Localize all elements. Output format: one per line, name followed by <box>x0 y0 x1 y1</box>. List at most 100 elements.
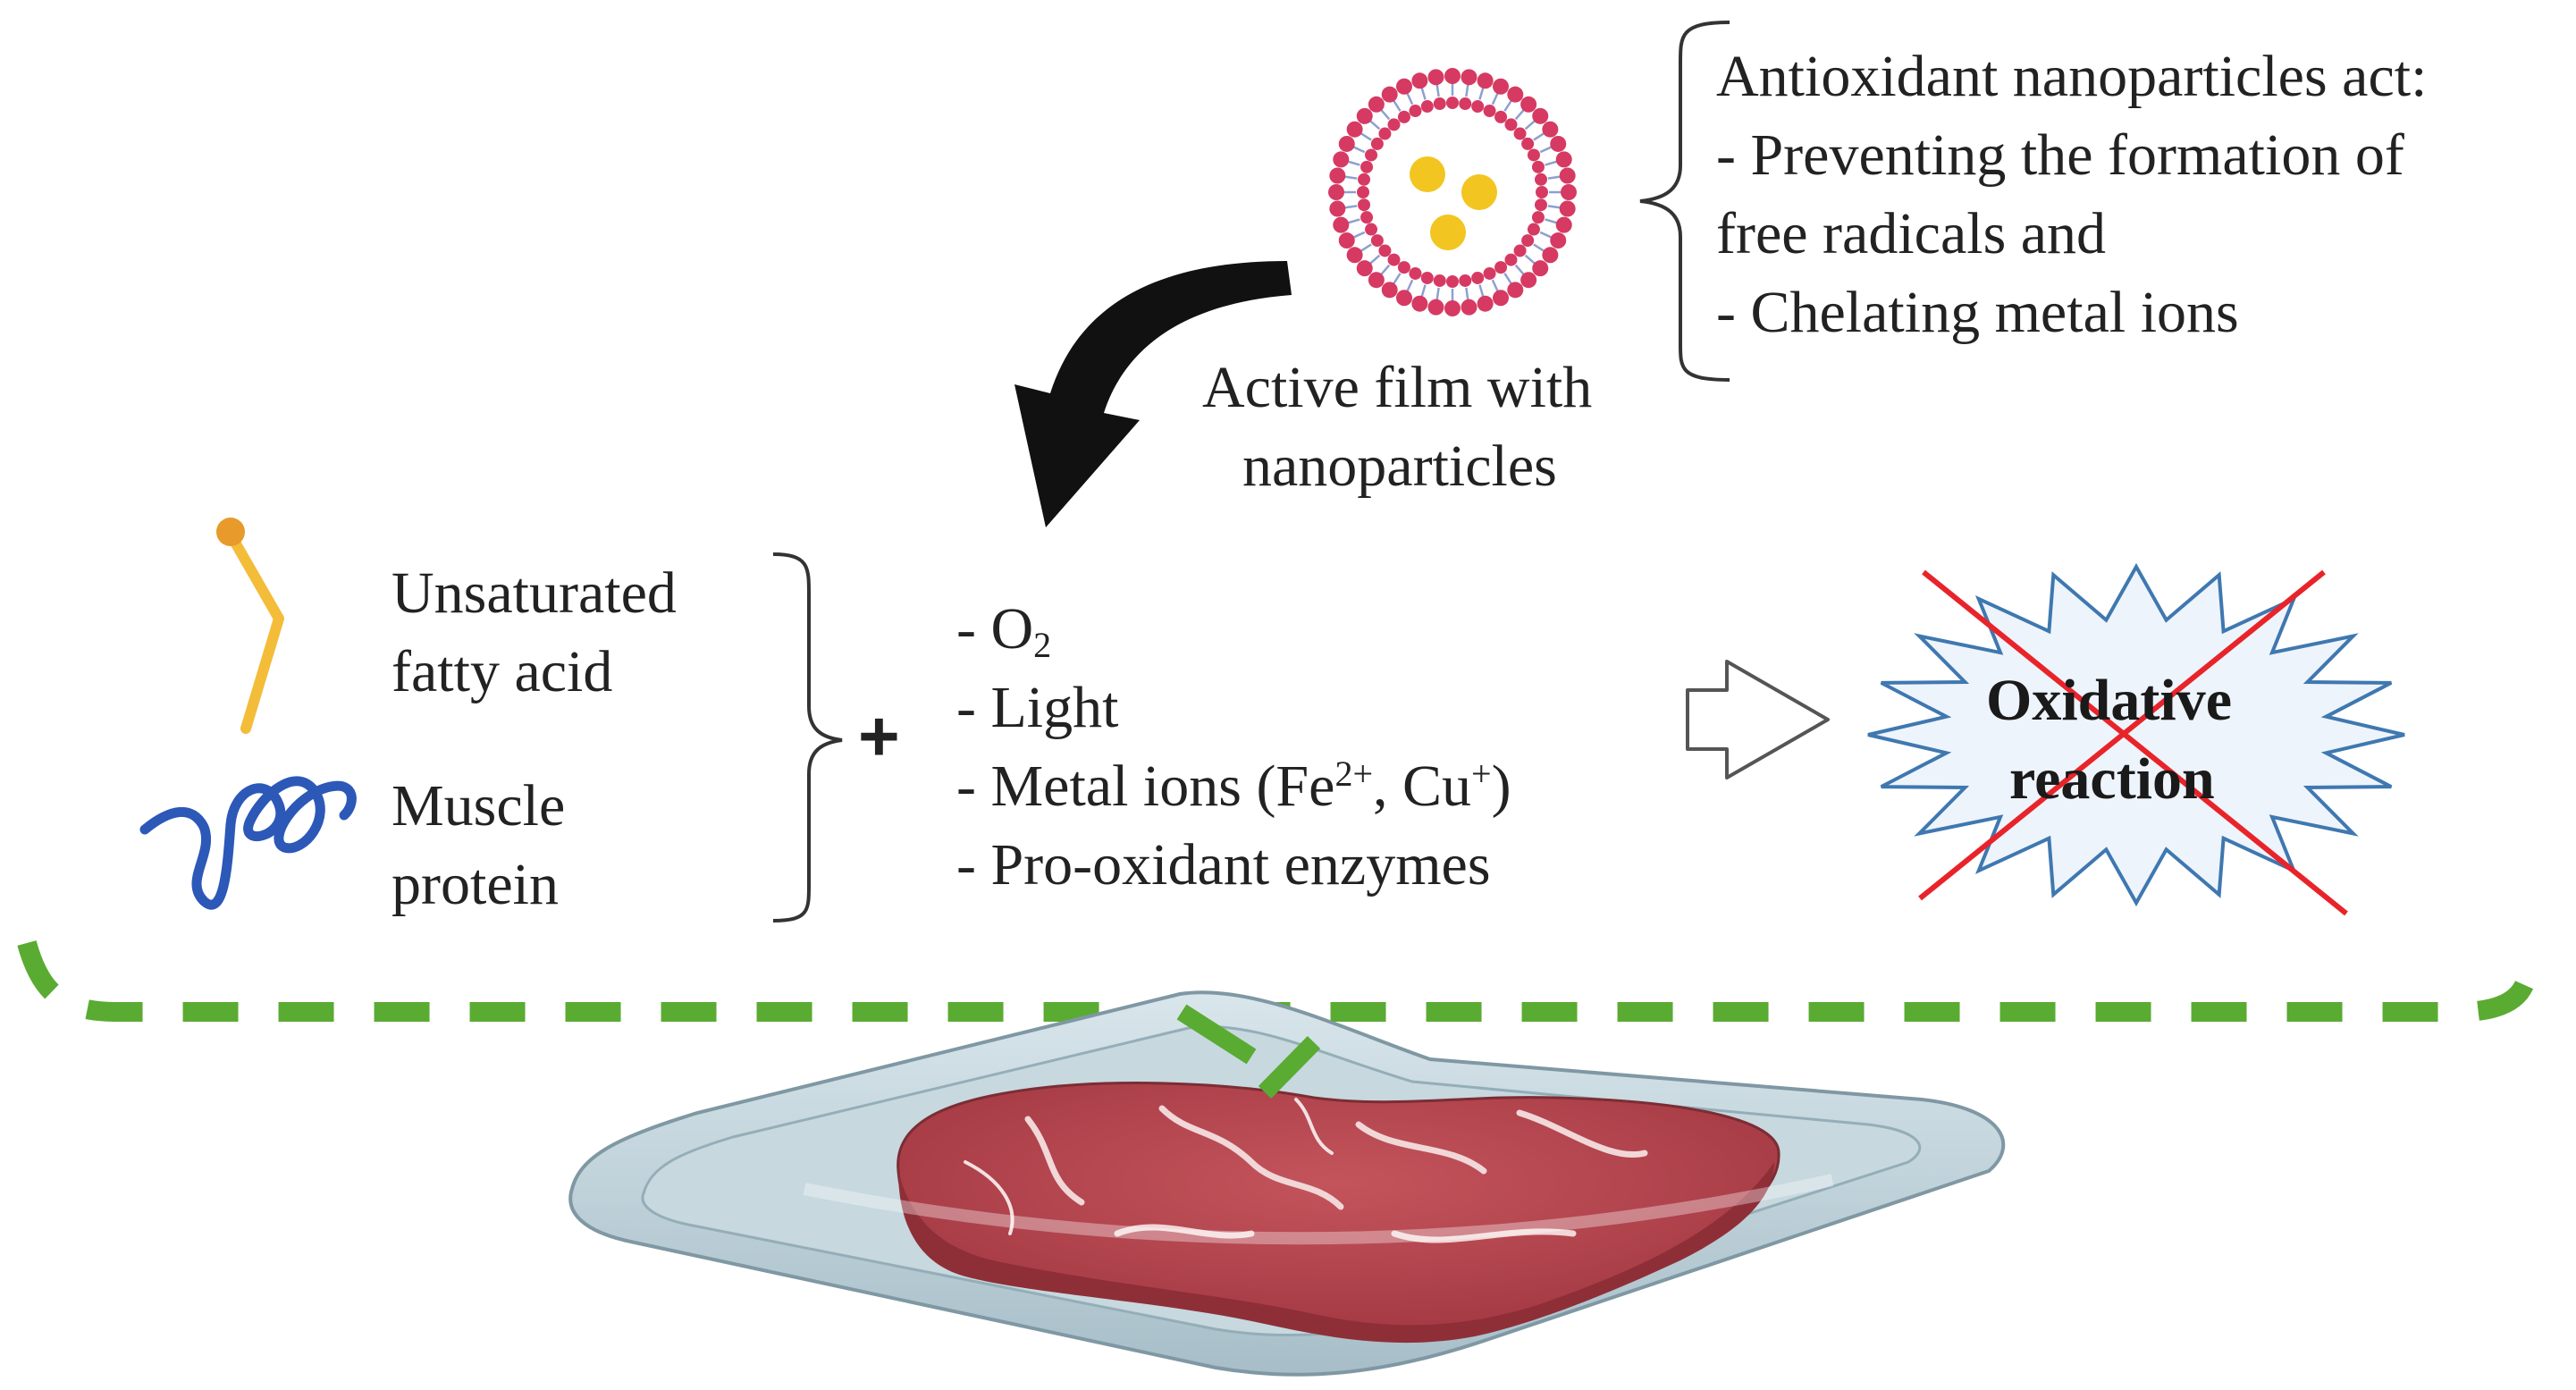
lipid-head <box>1329 167 1346 184</box>
nanoparticle-core <box>1461 174 1497 210</box>
lipid-head <box>1550 135 1567 152</box>
lipid-head <box>1513 244 1527 257</box>
lipid-head <box>1397 261 1410 274</box>
lipid-head <box>1395 78 1412 95</box>
lipid-tail <box>1347 160 1360 166</box>
plus-sign: + <box>858 696 900 776</box>
lipid-head <box>1534 198 1547 212</box>
lipid-tail <box>1491 279 1499 292</box>
lipid-head <box>1411 295 1428 312</box>
lipid-head <box>1370 137 1384 150</box>
fatty-acid-label-line1: Unsaturated <box>391 560 677 626</box>
lipid-tail <box>1478 87 1485 100</box>
lipid-tail <box>1344 175 1358 180</box>
lipid-head <box>1461 69 1477 86</box>
lipid-head <box>1531 160 1545 173</box>
lipid-tail <box>1524 254 1536 265</box>
lipid-head <box>1333 151 1350 168</box>
lipid-head <box>1387 253 1401 266</box>
lipid-head <box>1409 105 1422 118</box>
lipid-head <box>1513 127 1527 140</box>
result-line1: Oxidative <box>1986 668 2232 733</box>
lipid-head <box>1420 271 1434 284</box>
factor-o2: - O2 <box>956 590 1051 676</box>
lipid-head <box>1550 232 1567 249</box>
lipid-head <box>1561 184 1577 200</box>
nanoparticle-core <box>1410 156 1445 192</box>
lipid-tail <box>1533 131 1545 141</box>
lipid-head <box>1409 266 1422 280</box>
factor-metal-suffix: ) <box>1491 754 1511 819</box>
lipid-head <box>1378 127 1392 140</box>
lipid-tail <box>1539 231 1553 239</box>
lipid-head <box>1346 247 1363 264</box>
lipid-head <box>1433 274 1446 287</box>
lipid-head <box>1527 223 1540 236</box>
nanoparticle-liposome-icon <box>1328 68 1577 316</box>
lipid-head <box>1444 68 1461 84</box>
lipid-tail <box>1406 279 1414 292</box>
lipid-head <box>1477 72 1494 89</box>
block-arrow-icon <box>1686 660 1830 779</box>
factor-metal-prefix: - Metal ions (Fe <box>956 754 1335 819</box>
factor-o2-subscript: 2 <box>1033 625 1052 665</box>
lipid-head <box>1333 216 1350 233</box>
lipid-tail <box>1503 99 1513 112</box>
lipid-head <box>1555 216 1572 233</box>
lipid-head <box>1493 78 1510 95</box>
lipid-head <box>1504 118 1518 131</box>
antioxidant-line2: free radicals and <box>1716 201 2107 266</box>
lipid-tail <box>1539 146 1553 154</box>
lipid-tail <box>1465 84 1469 97</box>
factor-fe-charge: 2+ <box>1334 754 1373 794</box>
lipid-tail <box>1435 287 1440 300</box>
lipid-head <box>1520 272 1537 289</box>
lipid-tail <box>1545 218 1558 224</box>
lipid-head <box>1520 96 1537 113</box>
antioxidant-line1: - Preventing the formation of <box>1716 122 2404 188</box>
lipid-head <box>1521 234 1535 248</box>
lipid-tail <box>1352 146 1366 154</box>
lipid-head <box>1542 121 1559 138</box>
lipid-head <box>1493 290 1510 307</box>
lipid-head <box>1420 100 1434 114</box>
substrate-brace <box>772 552 843 922</box>
factor-cu-charge: + <box>1471 754 1492 794</box>
lipid-head <box>1559 167 1576 184</box>
lipid-tail <box>1347 218 1360 224</box>
lipid-tail <box>1514 264 1525 276</box>
lipid-head <box>1532 107 1549 124</box>
lipid-head <box>1536 186 1548 198</box>
lipid-tail <box>1547 205 1561 209</box>
lipid-head <box>1494 110 1508 123</box>
lipid-head <box>1483 266 1496 280</box>
lipid-head <box>1365 223 1378 236</box>
lipid-tail <box>1435 84 1440 97</box>
lipid-tail <box>1514 108 1525 121</box>
protein-coil-icon <box>139 776 357 910</box>
lipid-head <box>1507 282 1524 299</box>
lipid-head <box>1378 244 1392 257</box>
lipid-tail <box>1352 231 1366 239</box>
lipid-head <box>1477 295 1494 312</box>
lipid-head <box>1370 234 1384 248</box>
lipid-head <box>1381 86 1398 103</box>
lipid-tail <box>1545 160 1558 166</box>
lipid-tail <box>1503 273 1513 285</box>
lipid-head <box>1397 110 1410 123</box>
lipid-head <box>1461 299 1477 316</box>
antioxidant-heading: Antioxidant nanoparticles act: <box>1716 44 2428 109</box>
nanoparticle-caption-line2: nanoparticles <box>1242 434 1557 499</box>
fatty-acid-icon <box>216 518 284 734</box>
factor-light: - Light <box>956 675 1119 740</box>
lipid-head <box>1338 135 1355 152</box>
lipid-head <box>1356 260 1373 277</box>
result-line2: reaction <box>2009 746 2215 812</box>
lipid-head <box>1365 148 1378 162</box>
lipid-tail <box>1524 120 1536 131</box>
lipid-head <box>1395 290 1412 307</box>
lipid-head <box>1532 260 1549 277</box>
factor-o2-prefix: - O <box>956 596 1034 661</box>
lipid-head <box>1504 253 1518 266</box>
lipid-head <box>1328 184 1344 200</box>
